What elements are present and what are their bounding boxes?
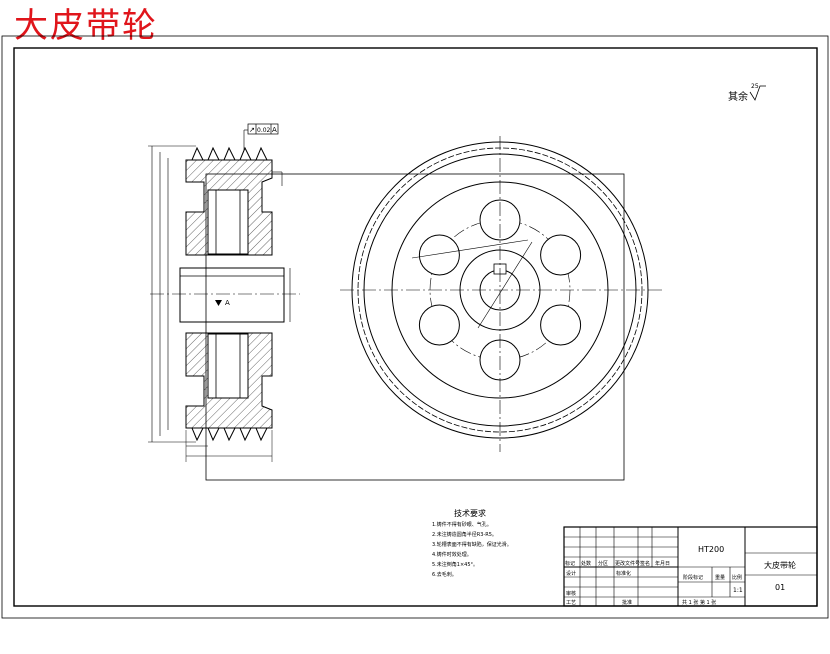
gdt-frame: ↗ 0.02 A (243, 123, 279, 150)
roughness-note: 其余 25 (728, 83, 766, 103)
title-block: 标记 处数 分区 更改文件号 签名 年月日 设计 标准化 审核 工艺 批准 HT… (563, 526, 818, 607)
tb-sheet: 共 1 张 第 1 张 (682, 599, 716, 606)
web-hole (540, 304, 582, 346)
tb-part-name: 大皮带轮 (764, 560, 796, 570)
hub-bore (179, 267, 285, 323)
tb-weight: 重量 (715, 574, 725, 581)
view-frame (205, 173, 625, 481)
drawing-title: 大皮带轮 (14, 6, 158, 46)
front-view (205, 136, 662, 481)
tb-marks: 标记 (565, 560, 575, 567)
tb-date: 年月日 (655, 560, 670, 567)
section-view: A ↗ 0.02 A (148, 123, 300, 462)
web-hole (418, 234, 460, 276)
roughness-symbol-icon (749, 85, 766, 101)
web-hole (540, 234, 582, 276)
tb-change-doc: 更改文件号 (615, 560, 640, 567)
groove-profile-top (186, 146, 272, 161)
gdt-tolerance: 0.02 (257, 127, 271, 134)
web-hole-lower (207, 333, 249, 399)
tb-zone: 分区 (598, 560, 608, 567)
tb-standardize: 标准化 (616, 570, 631, 577)
tech-req-item: 4.铸件时效处理。 (432, 551, 472, 558)
tb-designer: 设计 (566, 570, 576, 577)
tech-req-item: 5.未注倒角1×45°。 (432, 561, 478, 568)
tb-material: HT200 (698, 545, 724, 554)
gdt-symbol-icon: ↗ (249, 126, 255, 134)
tb-count: 处数 (581, 560, 591, 567)
dim-leader (477, 241, 533, 329)
tb-signature: 签名 (640, 560, 650, 567)
gdt-datum: A (272, 126, 277, 134)
tech-req-item: 1.铸件不得有砂眼、气孔。 (432, 521, 492, 528)
tb-scale: 1:1 (733, 587, 743, 594)
tech-req-item: 2.未注铸造圆角半径R3-R5。 (432, 531, 497, 538)
inner-frame (13, 47, 818, 607)
dim-leader (411, 239, 529, 259)
outer-border (1, 35, 829, 619)
datum-label: A (225, 299, 230, 307)
tech-req-item: 6.去毛刺。 (432, 571, 457, 578)
tb-process: 工艺 (566, 600, 576, 606)
tb-approve: 批准 (622, 599, 632, 606)
datum-triangle-icon (215, 300, 222, 306)
roughness-value: 25 (751, 83, 759, 90)
groove-profile-bottom (186, 427, 272, 442)
web-hole (418, 304, 460, 346)
tb-review: 审核 (566, 590, 576, 597)
tb-drawing-number: 01 (775, 583, 785, 592)
tech-req-heading: 技术要求 (454, 508, 486, 518)
roughness-note-text: 其余 (728, 90, 748, 103)
tech-req-item: 3.轮槽表面不得有缺陷，保证光滑。 (432, 541, 512, 548)
web-hole-upper (207, 189, 249, 255)
tb-scale-label: 比例 (732, 574, 742, 581)
tb-stage-mark: 阶段标记 (683, 574, 703, 581)
technical-requirements: 技术要求 1.铸件不得有砂眼、气孔。 2.未注铸造圆角半径R3-R5。 3.轮槽… (432, 508, 512, 578)
